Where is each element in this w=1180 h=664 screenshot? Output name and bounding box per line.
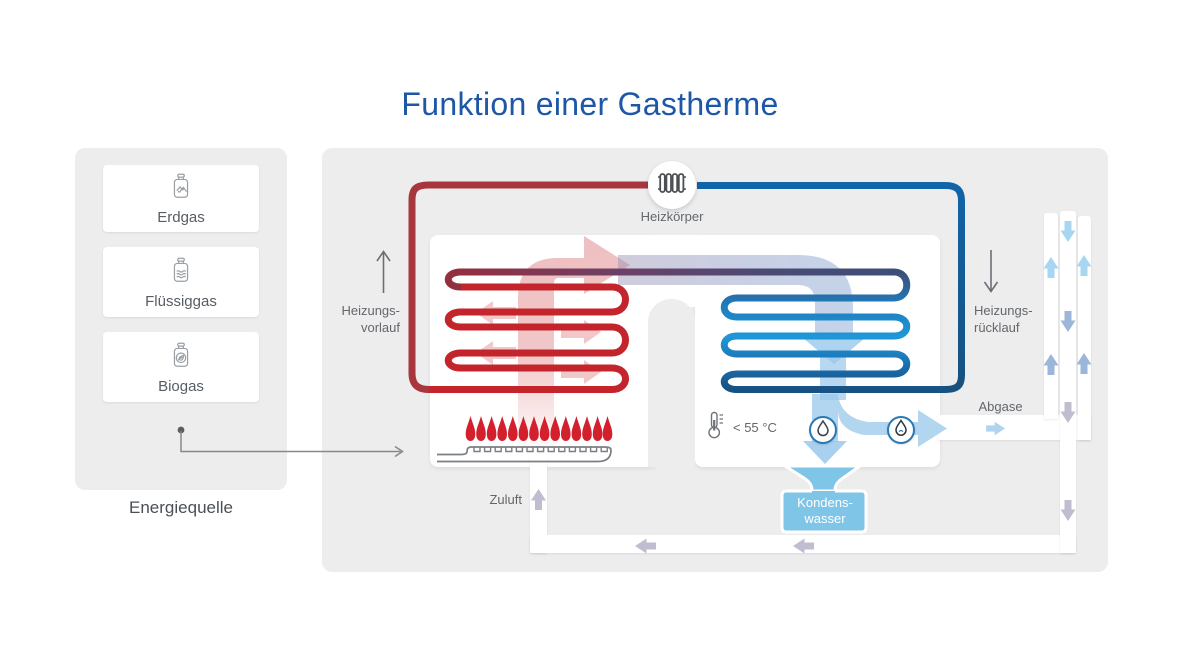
condensate-drop-circle	[809, 416, 837, 444]
flue-pipe-middle	[1060, 211, 1076, 553]
source-card-erdgas: Erdgas	[103, 165, 259, 232]
return-label-line2: rücklauf	[974, 319, 1020, 335]
chamber-divider-notch	[648, 299, 695, 467]
supply-up-arrow	[376, 250, 391, 293]
return-label: Heizungs- rücklauf	[974, 303, 1069, 336]
source-card-fluessiggas: Flüssiggas	[103, 247, 259, 317]
temperature-label: < 55 °C	[733, 420, 777, 435]
heating-coil	[429, 283, 629, 393]
gas-supply-line	[177, 426, 404, 458]
energy-panel-caption: Energiequelle	[129, 498, 233, 517]
gas-bottle-mountains-icon	[166, 171, 196, 206]
water-drop-icon	[814, 419, 832, 442]
return-pipe	[697, 182, 965, 393]
gas-source-dot	[177, 426, 185, 434]
condensate-label-line2: wasser	[804, 511, 846, 526]
return-label-line1: Heizungs-	[974, 303, 1033, 318]
direction-arrows	[376, 250, 999, 293]
condensate-label-line1: Kondens-	[797, 495, 853, 510]
radiator-circle	[648, 161, 696, 209]
source-label: Flüssiggas	[145, 292, 217, 310]
condensing-coil	[720, 268, 945, 393]
intake-label: Zuluft	[489, 492, 522, 507]
return-down-arrow	[983, 250, 999, 293]
supply-label: Heizungs- vorlauf	[312, 303, 400, 336]
radiator-label: Heizkörper	[640, 209, 704, 224]
gas-bottle-leaf-icon	[166, 340, 196, 375]
source-label: Biogas	[158, 377, 204, 395]
gas-bottle-waves-icon	[166, 255, 196, 290]
exhaust-flame-circle	[887, 416, 915, 444]
source-label: Erdgas	[157, 209, 205, 226]
supply-label-line1: Heizungs-	[341, 303, 400, 318]
gas-flame-icon	[892, 418, 910, 442]
heating-circuit-pipes	[408, 181, 965, 393]
supply-pipe	[408, 181, 648, 393]
gas-burner	[437, 446, 612, 463]
exhaust-label: Abgase	[978, 399, 1023, 414]
supply-label-line2: vorlauf	[360, 319, 400, 335]
transition-pipe	[444, 268, 894, 291]
thermometer-icon	[708, 411, 723, 439]
radiator-icon	[657, 168, 687, 203]
source-card-biogas: Biogas	[103, 332, 259, 402]
condensate-label: Kondens- wasser	[782, 495, 868, 527]
condensate-funnel	[780, 464, 868, 534]
page-title: Funktion einer Gastherme	[401, 86, 779, 122]
